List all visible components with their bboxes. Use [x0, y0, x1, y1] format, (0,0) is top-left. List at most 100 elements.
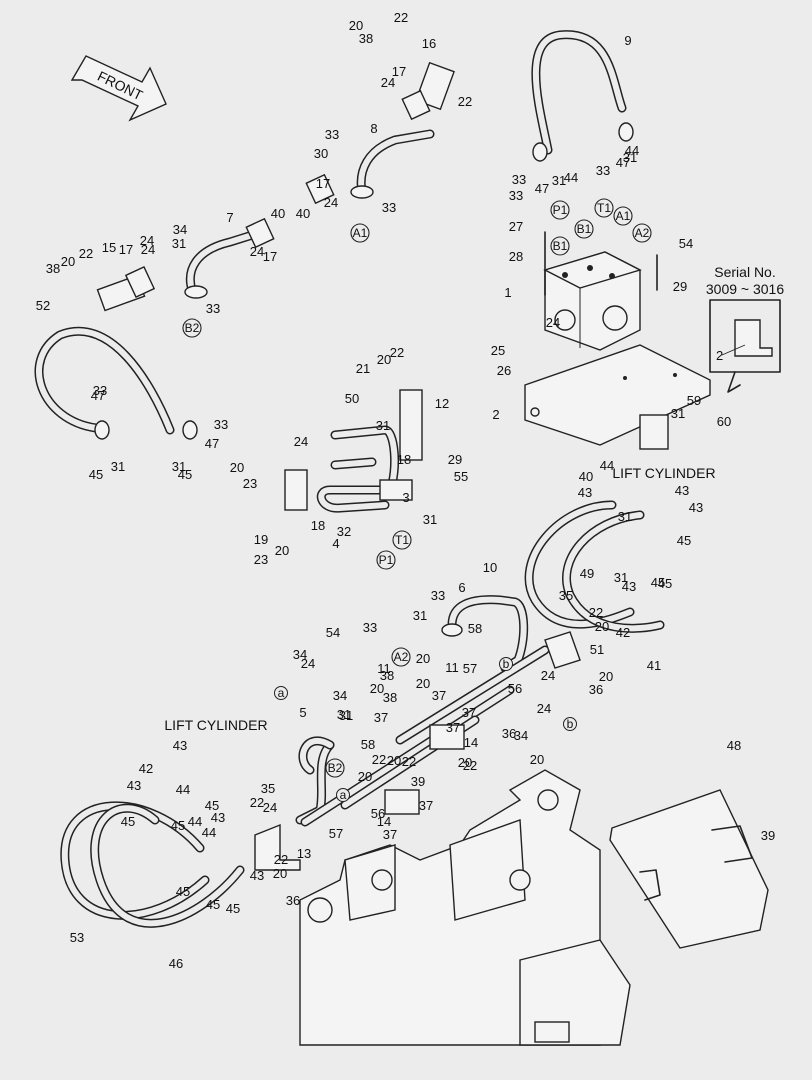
circle-label-text: a	[340, 788, 347, 802]
callout-number: 38	[380, 668, 394, 683]
callout-number: 58	[361, 737, 375, 752]
callout-number: 20	[416, 676, 430, 691]
callout-number: 45	[658, 576, 672, 591]
serial-part: 2	[716, 348, 723, 363]
callout-number: 33	[509, 188, 523, 203]
circle-label: b	[499, 657, 513, 671]
callout-number: 22	[250, 795, 264, 810]
callout-number: 24	[263, 800, 277, 815]
callout-number: 22	[394, 10, 408, 25]
callout-number: 27	[509, 219, 523, 234]
callout-number: 24	[140, 233, 154, 248]
port-label-text: A2	[635, 226, 650, 240]
callout-number: 11	[377, 661, 391, 676]
callout-number: 17	[263, 249, 277, 264]
callout-number: 37	[419, 798, 433, 813]
callout-number: 9	[624, 33, 631, 48]
port-label-text: T1	[597, 201, 611, 215]
callout-number: 34	[173, 222, 187, 237]
callout-number: 34	[514, 728, 528, 743]
callout-number: 53	[70, 930, 84, 945]
port-label-text: P1	[379, 553, 394, 567]
callout-number: 45	[121, 814, 135, 829]
callout-number: 33	[325, 127, 339, 142]
callout-number: 37	[374, 710, 388, 725]
callout-number: 24	[537, 701, 551, 716]
callout-number: 1	[504, 285, 511, 300]
port-label: P1	[376, 550, 396, 570]
callout-number: 45	[178, 467, 192, 482]
callout-number: 43	[578, 485, 592, 500]
callout-number: 45	[206, 897, 220, 912]
callout-number: 31	[671, 406, 685, 421]
callout-number: 44	[202, 825, 216, 840]
port-label-text: A2	[394, 650, 409, 664]
port-label: A1	[350, 223, 370, 243]
callout-number: 33	[512, 172, 526, 187]
callout-number: 30	[314, 146, 328, 161]
callout-number: 17	[316, 176, 330, 191]
port-label-text: B2	[185, 321, 200, 335]
callout-number: 46	[169, 956, 183, 971]
callout-number: 32	[337, 524, 351, 539]
callout-number: 18	[311, 518, 325, 533]
callout-number: 24	[324, 195, 338, 210]
callout-number: 24	[546, 315, 560, 330]
pipe-assembly-4	[284, 389, 423, 513]
callout-number: 43	[622, 579, 636, 594]
callout-number: 3	[402, 490, 409, 505]
callout-number: 39	[761, 828, 775, 843]
callout-number: 31	[623, 150, 637, 165]
callout-number: 58	[468, 621, 482, 636]
callout-number: 31	[376, 418, 390, 433]
callout-number: 20	[273, 866, 287, 881]
port-label-text: P1	[553, 203, 568, 217]
cover-plate-41	[609, 789, 769, 949]
port-label: B2	[182, 318, 202, 338]
port-label: P1	[550, 200, 570, 220]
callout-number: 19	[254, 532, 268, 547]
callout-number: 47	[91, 388, 105, 403]
callout-number: 36	[589, 682, 603, 697]
callout-number: 31	[618, 509, 632, 524]
callout-number: 47	[205, 436, 219, 451]
callout-number: 54	[679, 236, 693, 251]
port-label-text: B1	[553, 239, 568, 253]
callout-number: 44	[625, 143, 639, 158]
callout-number: 20	[370, 681, 384, 696]
callout-number: 49	[580, 566, 594, 581]
callout-number: 31	[172, 236, 186, 251]
tube-8	[350, 129, 435, 199]
callout-number: 44	[600, 458, 614, 473]
callout-number: 34	[333, 688, 347, 703]
port-label-text: T1	[395, 533, 409, 547]
callout-number: 29	[673, 279, 687, 294]
callout-number: 52	[36, 298, 50, 313]
callout-number: 22	[79, 246, 93, 261]
port-label: T1	[392, 530, 412, 550]
callout-number: 45	[677, 533, 691, 548]
callout-number: 33	[596, 163, 610, 178]
callout-number: 45	[176, 884, 190, 899]
callout-number: 56	[371, 806, 385, 821]
callout-number: 20	[358, 769, 372, 784]
callout-number: 40	[271, 206, 285, 221]
callout-number: 31	[413, 608, 427, 623]
callout-number: 22	[458, 94, 472, 109]
bracket-13	[254, 823, 301, 871]
callout-number: 44	[564, 170, 578, 185]
callout-number: 37	[446, 720, 460, 735]
callout-number: 54	[326, 625, 340, 640]
callout-number: 40	[296, 206, 310, 221]
port-label: A1	[613, 206, 633, 226]
callout-number: 36	[502, 726, 516, 741]
port-label-text: A1	[616, 209, 631, 223]
callout-number: 48	[727, 738, 741, 753]
callout-number: 24	[541, 668, 555, 683]
callout-number: 40	[579, 469, 593, 484]
callout-number: 4	[332, 536, 339, 551]
callout-number: 24	[381, 75, 395, 90]
